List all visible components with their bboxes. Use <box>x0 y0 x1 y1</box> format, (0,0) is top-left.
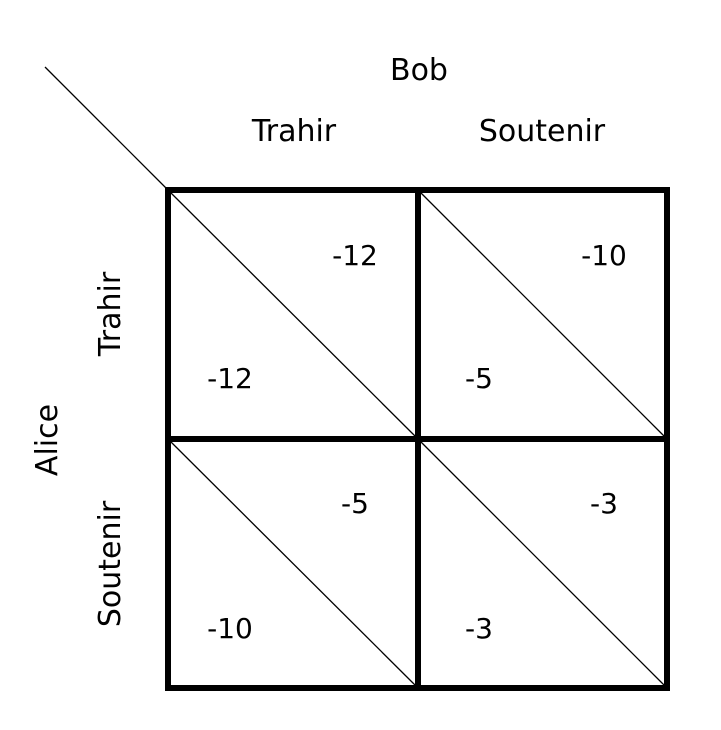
payoff-alice-soutenir-trahir: -10 <box>207 612 253 645</box>
payoff-bob-soutenir-trahir: -5 <box>341 487 369 520</box>
payoff-bob-soutenir-soutenir: -3 <box>590 487 618 520</box>
payoff-bob-trahir-soutenir: -10 <box>581 239 627 272</box>
payoff-bob-trahir-trahir: -12 <box>332 239 378 272</box>
row-strategy-soutenir: Soutenir <box>93 500 128 627</box>
cell-diagonal-trahir-trahir <box>167 189 419 440</box>
cell-diagonal-soutenir-soutenir <box>417 438 668 689</box>
row-strategy-trahir: Trahir <box>93 271 128 357</box>
column-strategy-trahir: Trahir <box>251 114 337 149</box>
corner-diagonal <box>44 66 169 191</box>
payoff-alice-trahir-trahir: -12 <box>207 362 253 395</box>
cell-diagonal-trahir-soutenir <box>417 189 668 440</box>
payoff-alice-trahir-soutenir: -5 <box>465 362 493 395</box>
row-player-label: Alice <box>30 404 65 476</box>
payoff-alice-soutenir-soutenir: -3 <box>465 612 493 645</box>
column-player-label: Bob <box>390 53 448 88</box>
column-strategy-soutenir: Soutenir <box>479 114 606 149</box>
cell-diagonal-soutenir-trahir <box>167 438 419 689</box>
